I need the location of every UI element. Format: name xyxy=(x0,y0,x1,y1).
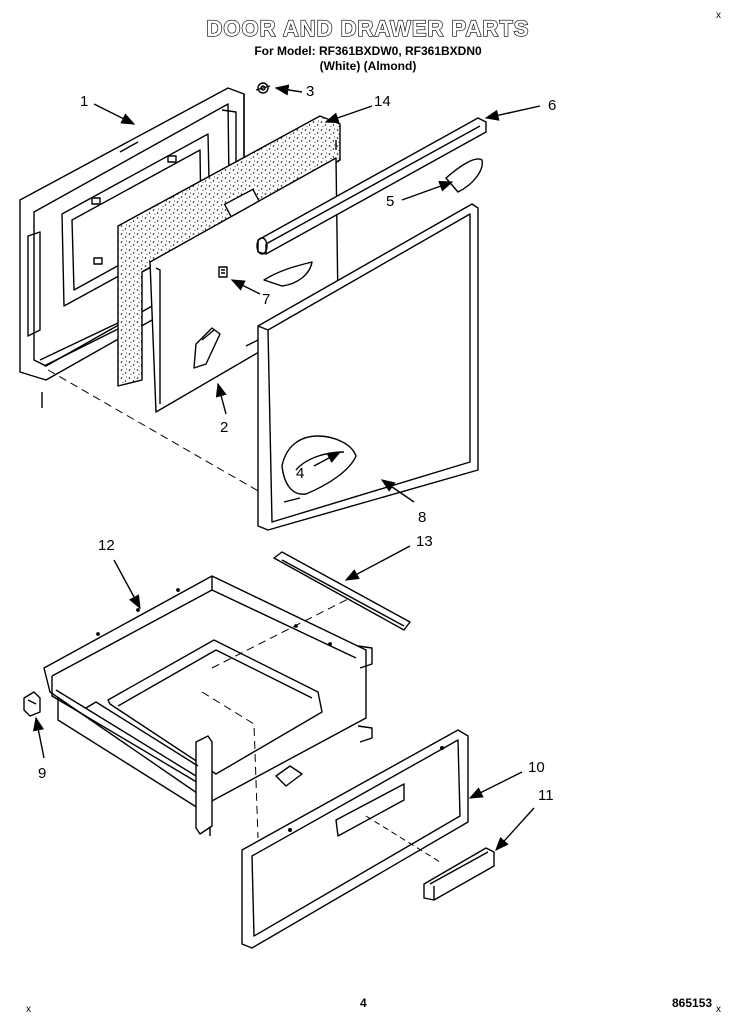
leader-8 xyxy=(380,479,415,503)
callout-4: 4 xyxy=(296,465,304,482)
front-alignment-line xyxy=(201,691,259,839)
model-line: For Model: RF361BXDW0, RF361BXDN0 xyxy=(254,44,482,58)
door-screw xyxy=(255,82,271,94)
leader-1 xyxy=(93,103,136,125)
variant-line: (White) (Almond) xyxy=(319,59,417,73)
corner-mark-top-right: x xyxy=(716,10,721,21)
leader-11 xyxy=(495,807,535,852)
callout-8: 8 xyxy=(418,509,426,526)
leader-6 xyxy=(484,105,541,121)
door-alignment-line xyxy=(47,369,261,493)
leader-3 xyxy=(274,84,303,96)
callout-1: 1 xyxy=(80,93,88,110)
leader-2 xyxy=(215,382,227,415)
document-number: 865153 xyxy=(672,996,713,1010)
drawer-rail xyxy=(273,551,411,631)
leader-4 xyxy=(313,451,342,467)
leader-14 xyxy=(324,105,373,124)
page-title: DOOR AND DRAWER PARTS xyxy=(206,15,530,41)
drawer-body xyxy=(43,575,373,836)
leader-12 xyxy=(113,559,141,610)
corner-mark-bottom-right: x xyxy=(716,1004,721,1015)
leader-5 xyxy=(401,180,454,201)
callout-10: 10 xyxy=(528,759,545,776)
callout-13: 13 xyxy=(416,533,433,550)
door-handle-trim xyxy=(256,117,487,255)
callout-9: 9 xyxy=(38,765,46,782)
leader-lines xyxy=(32,84,541,852)
callout-14: 14 xyxy=(374,93,391,110)
callout-7: 7 xyxy=(262,291,270,308)
leader-7 xyxy=(230,279,261,295)
callout-12: 12 xyxy=(98,537,115,554)
callout-3: 3 xyxy=(306,83,314,100)
drawer-handle xyxy=(423,847,495,901)
callout-2: 2 xyxy=(220,419,228,436)
callout-11: 11 xyxy=(538,787,554,804)
handle-alignment-line xyxy=(365,815,441,863)
corner-mark-bottom-left: x xyxy=(26,1004,31,1015)
handle-end-cap xyxy=(263,158,483,287)
leader-13 xyxy=(344,545,411,581)
page-number: 4 xyxy=(360,996,367,1010)
drawer-glide xyxy=(23,691,41,717)
leader-10 xyxy=(468,771,523,799)
callout-6: 6 xyxy=(548,97,556,114)
leader-9 xyxy=(32,716,45,759)
callout-5: 5 xyxy=(386,193,394,210)
door-clip xyxy=(218,266,228,278)
drawer-front-panel xyxy=(241,729,469,949)
callout-labels: 1 2 3 4 5 6 7 8 9 10 11 12 13 14 xyxy=(38,83,556,804)
